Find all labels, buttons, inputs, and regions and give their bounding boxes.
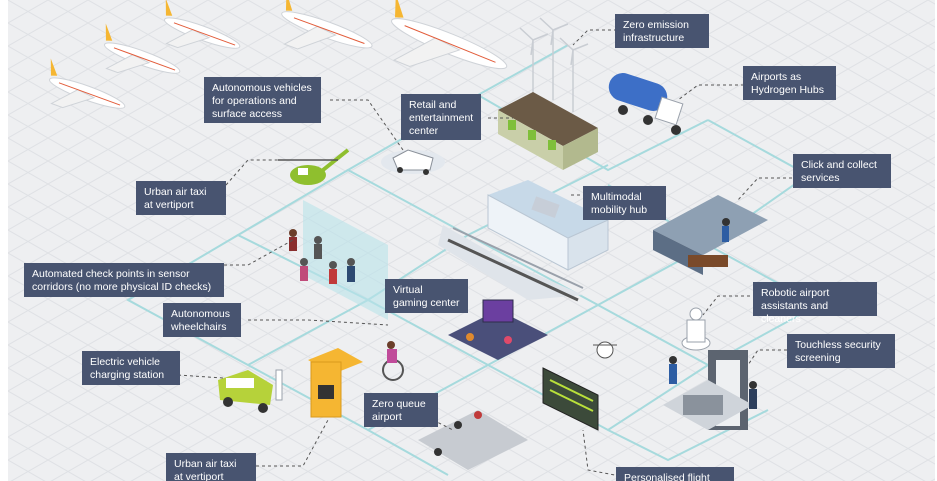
callout-multimodal-hub: Multimodal mobility hub: [583, 186, 666, 220]
airplane-4: [281, 0, 373, 50]
airplane-3: [164, 0, 241, 49]
callout-autonomous-vehicles: Autonomous vehicles for operations and s…: [204, 77, 321, 123]
callout-virtual-gaming: Virtual gaming center: [385, 279, 468, 313]
callout-click-collect: Click and collect services: [793, 154, 891, 188]
robot-assistant: [681, 307, 711, 351]
callout-ev-charging: Electric vehicle charging station: [82, 351, 180, 385]
callout-air-taxi-bottom: Urban air taxi at vertiport: [166, 453, 256, 481]
airplane-5: [391, 0, 508, 70]
drone: [593, 341, 617, 359]
callout-hydrogen-hubs: Airports as Hydrogen Hubs: [743, 66, 836, 100]
autonomous-car: [381, 149, 445, 175]
retail-center: [498, 92, 598, 170]
security-screening: [663, 350, 757, 430]
callout-personalised-flight: Personalised flight: [616, 467, 734, 481]
infographic-canvas: Zero emission infrastructure Airports as…: [8, 0, 935, 481]
callout-autonomous-wheelchairs: Autonomous wheelchairs: [163, 303, 241, 337]
passengers-walking: [289, 229, 355, 284]
wind-turbines: [519, 17, 589, 112]
autonomous-wheelchair: [382, 341, 404, 381]
hydrogen-truck: [608, 73, 684, 135]
mobility-hub: [438, 180, 609, 302]
callout-touchless-security: Touchless security screening: [787, 334, 895, 368]
electric-car: [218, 369, 283, 413]
callout-automated-checkpoints: Automated check points in sensor corrido…: [24, 263, 224, 297]
click-collect-lockers: [653, 195, 768, 275]
callout-zero-emission: Zero emission infrastructure: [615, 14, 709, 48]
callout-retail-entertainment: Retail and entertainment center: [401, 94, 481, 140]
waiting-seats: [418, 410, 528, 470]
gaming-center: [448, 299, 548, 360]
callout-air-taxi-top: Urban air taxi at vertiport: [136, 181, 226, 215]
flight-info-board: [542, 367, 599, 431]
airplane-1: [49, 58, 126, 109]
sensor-corridor: [303, 200, 388, 320]
callout-zero-queue: Zero queue airport: [364, 393, 438, 427]
air-taxi-kiosk: [308, 348, 363, 418]
air-taxi-helicopter: [278, 148, 350, 185]
callout-robotic-assistants: Robotic airport assistants and cleaners: [753, 282, 877, 325]
